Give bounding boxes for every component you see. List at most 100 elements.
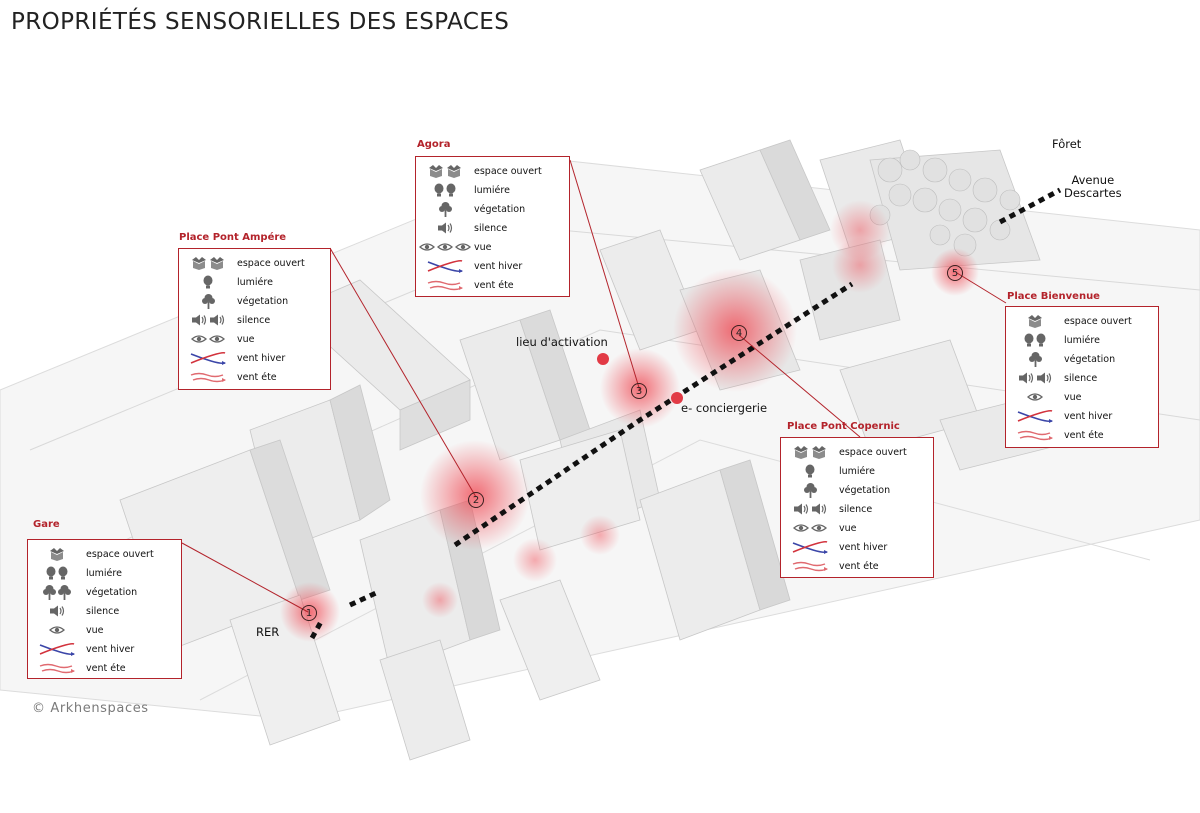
page-title: PROPRIÉTÉS SENSORIELLES DES ESPACES	[11, 9, 510, 35]
legend-title-bienvenue: Place Bienvenue	[1007, 291, 1100, 302]
legend-label: végetation	[86, 586, 138, 598]
legend-row-vent-hiver: vent hiver	[179, 349, 285, 367]
label-avenue-descartes: Avenue Descartes	[1064, 173, 1122, 201]
wind-summer-icon	[179, 371, 237, 383]
legend-row-silence: silence	[781, 500, 872, 518]
label-lieu-activation: lieu d'activation	[516, 335, 608, 349]
speaker-icon	[781, 503, 839, 515]
legend-row-vent-hiver: vent hiver	[1006, 407, 1112, 425]
wind-summer-icon	[416, 279, 474, 291]
legend-label: lumiére	[237, 276, 273, 288]
legend-row-espace-ouvert: espace ouvert	[28, 545, 154, 563]
wind-summer-icon	[28, 662, 86, 674]
legend-row-vue: vue	[1006, 388, 1082, 406]
node-2-marker[interactable]: 2	[468, 492, 484, 508]
legend-row-vent-hiver: vent hiver	[28, 640, 134, 658]
legend-label: végetation	[474, 203, 526, 215]
legend-row-vue: vue	[781, 519, 857, 537]
legend-row-silence: silence	[416, 219, 507, 237]
legend-label: vent éte	[474, 279, 514, 291]
eye-icon	[416, 242, 474, 252]
wind-winter-icon	[416, 259, 474, 273]
legend-row-vue: vue	[179, 330, 255, 348]
node-5-marker[interactable]: 5	[947, 265, 963, 281]
open-box-icon	[179, 256, 237, 270]
speaker-icon	[179, 314, 237, 326]
activity-dot	[671, 392, 683, 404]
legend-row-vegetation: végetation	[416, 200, 525, 218]
speaker-icon	[416, 222, 474, 234]
legend-title-gare: Gare	[33, 519, 60, 530]
activity-dot	[597, 353, 609, 365]
credit-text: © Arkhenspaces	[32, 701, 149, 716]
lightbulb-icon	[179, 275, 237, 290]
tree-icon	[179, 293, 237, 309]
tree-icon	[1006, 351, 1064, 367]
wind-winter-icon	[28, 642, 86, 656]
legend-label: silence	[237, 314, 271, 326]
wind-summer-icon	[781, 560, 839, 572]
legend-label: silence	[86, 605, 120, 617]
legend-label: vent éte	[839, 560, 879, 572]
label-rer: RER	[256, 625, 280, 639]
eye-icon	[28, 625, 86, 635]
wind-winter-icon	[1006, 409, 1064, 423]
legend-label: espace ouvert	[237, 257, 305, 269]
street	[199, 439, 1151, 701]
legend-label: vent hiver	[474, 260, 523, 272]
legend-row-silence: silence	[179, 311, 270, 329]
speaker-icon	[28, 605, 86, 617]
legend-row-lumiere: lumiére	[781, 462, 875, 480]
legend-row-espace-ouvert: espace ouvert	[781, 443, 907, 461]
wind-winter-icon	[781, 540, 839, 554]
tree-icon	[28, 584, 86, 600]
legend-row-vegetation: végetation	[179, 292, 288, 310]
legend-row-vent-ete: vent éte	[179, 368, 277, 386]
legend-row-vent-hiver: vent hiver	[416, 257, 522, 275]
legend-row-vue: vue	[28, 621, 104, 639]
open-box-icon	[28, 547, 86, 561]
legend-label: vue	[1064, 391, 1082, 403]
legend-label: vent éte	[86, 662, 126, 674]
legend-row-lumiere: lumiére	[1006, 331, 1100, 349]
legend-row-vegetation: végetation	[1006, 350, 1115, 368]
legend-label: vent hiver	[1064, 410, 1113, 422]
lightbulb-icon	[1006, 333, 1064, 348]
speaker-icon	[1006, 372, 1064, 384]
legend-title-ampere: Place Pont Ampére	[179, 232, 287, 243]
lightbulb-icon	[416, 183, 474, 198]
node-4-marker[interactable]: 4	[731, 325, 747, 341]
open-box-icon	[416, 164, 474, 178]
legend-row-espace-ouvert: espace ouvert	[1006, 312, 1132, 330]
legend-title-copernic: Place Pont Copernic	[787, 421, 900, 432]
wind-summer-icon	[1006, 429, 1064, 441]
legend-label: végetation	[1064, 353, 1116, 365]
legend-label: végetation	[237, 295, 289, 307]
node-3-marker[interactable]: 3	[631, 383, 647, 399]
legend-row-vent-ete: vent éte	[1006, 426, 1104, 444]
lightbulb-icon	[28, 566, 86, 581]
node-1-marker[interactable]: 1	[301, 605, 317, 621]
legend-label: vue	[237, 333, 255, 345]
legend-label: vue	[86, 624, 104, 636]
legend-row-vent-ete: vent éte	[28, 659, 126, 677]
legend-row-espace-ouvert: espace ouvert	[179, 254, 305, 272]
tree-icon	[416, 201, 474, 217]
open-box-icon	[781, 445, 839, 459]
open-box-icon	[1006, 314, 1064, 328]
legend-label: lumiére	[86, 567, 122, 579]
legend-label: silence	[839, 503, 873, 515]
legend-row-silence: silence	[28, 602, 119, 620]
legend-row-espace-ouvert: espace ouvert	[416, 162, 542, 180]
legend-row-vegetation: végetation	[781, 481, 890, 499]
legend-row-vent-hiver: vent hiver	[781, 538, 887, 556]
label-foret: Fôret	[1052, 137, 1082, 151]
legend-row-vue: vue	[416, 238, 492, 256]
legend-label: vent éte	[237, 371, 277, 383]
legend-label: silence	[474, 222, 508, 234]
leader-lines	[181, 159, 1007, 613]
legend-label: espace ouvert	[1064, 315, 1132, 327]
